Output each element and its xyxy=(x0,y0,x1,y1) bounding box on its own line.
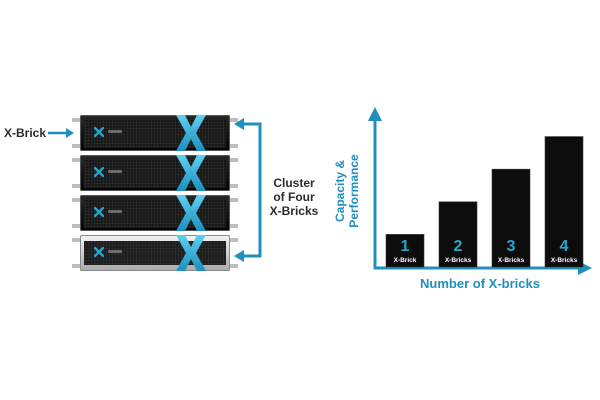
x-brick-pointer-arrow xyxy=(48,128,74,138)
cluster-caption-line: X-Bricks xyxy=(269,204,319,218)
cluster-caption-line: Cluster xyxy=(273,176,315,190)
x-axis-title: Number of X-bricks xyxy=(420,276,540,291)
y-axis-title: Capacity & Performance xyxy=(333,154,361,228)
xtremio-logo-icon xyxy=(94,127,104,137)
bar-sublabel: X-Bricks xyxy=(498,257,525,264)
unit-bezel xyxy=(84,158,226,188)
unit-brand-plate xyxy=(108,170,122,173)
unit-brand-plate xyxy=(108,130,122,133)
bar-number-label: 3 xyxy=(507,238,516,255)
bar xyxy=(544,136,584,268)
unit-brand-plate xyxy=(108,210,122,213)
bar-number-label: 1 xyxy=(401,238,410,255)
bar-series: 1X-Brick 2X-Bricks 3X-Bricks 4X-Bricks xyxy=(385,136,584,268)
cluster-caption-line: of Four xyxy=(273,190,315,204)
rack-rail xyxy=(72,238,82,242)
rack-rail xyxy=(228,144,238,148)
xtremio-logo-icon xyxy=(94,247,104,257)
brand-x-icon xyxy=(176,195,206,231)
xtremio-logo-icon xyxy=(94,207,104,217)
rack-rail xyxy=(228,198,238,202)
rack-rail xyxy=(72,158,82,162)
unit-brand-plate xyxy=(108,250,122,253)
bar-sublabel: X-Bricks xyxy=(445,257,472,264)
scaling-bar-chart: Capacity & Performance Number of X-brick… xyxy=(333,107,592,291)
rack-illustration: X-Brick Cluster of Four X-Bricks xyxy=(0,0,330,300)
rack-rail xyxy=(72,224,82,228)
xtremio-logo-icon xyxy=(94,167,104,177)
x-brick-pointer-label: X-Brick xyxy=(4,126,47,140)
rack-rail xyxy=(228,224,238,228)
bar xyxy=(385,234,425,268)
rack-rail xyxy=(228,158,238,162)
rack-rail xyxy=(228,238,238,242)
bar xyxy=(438,201,478,268)
rack-rail xyxy=(72,264,82,268)
brand-x-icon xyxy=(176,235,206,271)
rack-rail xyxy=(228,184,238,188)
rack-rail xyxy=(72,198,82,202)
bar-number-label: 4 xyxy=(560,238,569,255)
cluster-caption: Cluster of Four X-Bricks xyxy=(268,176,320,218)
rack-rail xyxy=(72,184,82,188)
x-brick-unit xyxy=(80,115,230,151)
y-axis-title-line: Performance xyxy=(347,154,361,228)
rack-rail xyxy=(72,118,82,122)
unit-bezel xyxy=(84,241,226,265)
bar-sublabel: X-Bricks xyxy=(551,257,578,264)
x-brick-unit xyxy=(80,235,230,271)
unit-bezel xyxy=(84,198,226,228)
y-axis-arrowhead xyxy=(368,107,382,121)
rack-rail xyxy=(72,144,82,148)
rack-rail xyxy=(228,118,238,122)
x-brick-unit xyxy=(80,195,230,231)
brand-x-icon xyxy=(176,115,206,151)
x-brick-unit xyxy=(80,155,230,191)
y-axis-title-line: Capacity & xyxy=(333,160,347,222)
unit-bezel xyxy=(84,118,226,148)
bar xyxy=(491,168,531,268)
bar-sublabel: X-Brick xyxy=(394,257,417,264)
cluster-bracket-arrow xyxy=(234,118,262,262)
rack-rail xyxy=(228,264,238,268)
bar-number-label: 2 xyxy=(454,238,463,255)
brand-x-icon xyxy=(176,155,206,191)
